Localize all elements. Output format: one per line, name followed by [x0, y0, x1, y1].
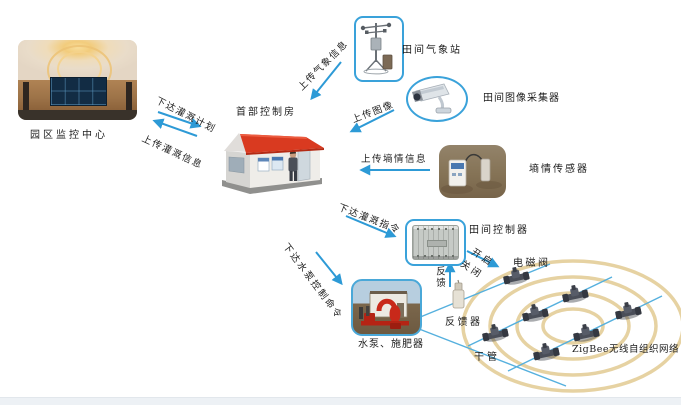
- arrow-upload-weather-info: [310, 61, 342, 101]
- arrow-upload-image: [349, 109, 395, 133]
- controller-bolts-top: [415, 227, 456, 231]
- arrow-open-close: [466, 250, 500, 268]
- arrow-upload-irrigation-info: [152, 118, 198, 137]
- feedback-device-label: 反馈器: [445, 317, 483, 328]
- room-floor: [18, 110, 137, 120]
- room-pillar-right: [126, 81, 133, 111]
- soil-sensor-photo: [439, 145, 506, 198]
- controller-chassis: [412, 225, 459, 260]
- arrow-issue-irrigation-cmd: [345, 215, 397, 238]
- camera-icon: [412, 83, 452, 114]
- main-pipe-line: [413, 326, 567, 387]
- flow-feedback: 反馈: [434, 266, 445, 289]
- zigbee-network-label: ZigBee无线自组织网络: [572, 344, 679, 355]
- field-controller-label: 田间控制器: [469, 225, 529, 236]
- weather-station-label: 田间气象站: [402, 45, 462, 56]
- zigbee-rings-icon: [461, 259, 681, 393]
- feedback-device-icon: [452, 279, 465, 309]
- monitoring-center-photo: [18, 40, 137, 120]
- flow-upload-soil-info: 上传墒情信息: [361, 154, 428, 165]
- main-pipe-label: 干管: [474, 352, 500, 363]
- solenoid-valve-icon: [613, 299, 643, 322]
- pump-photo: [351, 279, 422, 336]
- monitoring-center-label: 园区监控中心: [30, 130, 108, 141]
- soil-sensor-label: 墒情传感器: [529, 164, 589, 175]
- weather-station-icon: [360, 22, 393, 75]
- bottom-bar: [0, 397, 681, 405]
- image-collector-label: 田间图像采集器: [483, 93, 560, 104]
- video-wall-screen: [50, 76, 107, 106]
- controller-bolts-bottom: [415, 254, 456, 258]
- control-house: [222, 133, 324, 194]
- room-pillar-left: [22, 81, 29, 111]
- solenoid-valve-label: 电磁阀: [513, 258, 551, 269]
- pump-fertilizer-label: 水泵、施肥器: [358, 339, 424, 350]
- field-controller-box: [405, 219, 466, 266]
- arrow-issue-pump-cmd: [315, 251, 343, 286]
- control-house-label: 首部控制房: [236, 107, 296, 118]
- arrow-issue-irrigation-plan: [157, 111, 202, 129]
- solenoid-valve-icon: [480, 321, 510, 344]
